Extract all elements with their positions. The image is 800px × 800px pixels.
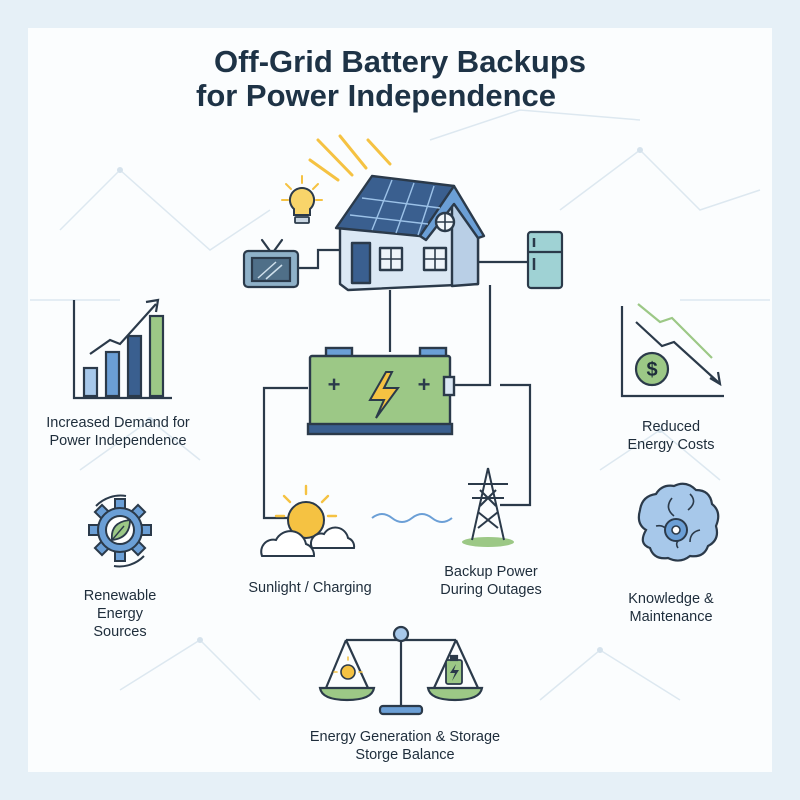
reduced-cost-chart-icon (620, 303, 724, 398)
refrigerator-icon (526, 230, 564, 290)
dollar-sign: $ (646, 359, 657, 381)
battery-plus-left: + (328, 372, 341, 397)
sun-rays-icon (308, 134, 392, 182)
house-with-solar-panels-icon (334, 174, 486, 292)
sun-cloud-icon (260, 484, 356, 557)
title-line-1: Off-Grid Battery Backups (213, 44, 587, 79)
balance-scale-icon (318, 625, 484, 716)
label-increased-demand: Increased Demand for Power Independence (46, 415, 190, 449)
label-backup-power: Backup Power During Outages (440, 564, 542, 598)
label-sunlight-charging: Sunlight / Charging (248, 580, 372, 596)
transmission-tower-icon (462, 467, 514, 547)
label-renewable-energy: Renewable Energy Sources (83, 588, 157, 640)
light-bulb-icon (281, 175, 323, 224)
label-knowledge-maintenance: Knowledge & Maintenance (628, 591, 714, 625)
title-line-2: for Power Independence (196, 78, 557, 113)
label-energy-balance: Energy Generation & Storage Storge Balan… (309, 729, 501, 763)
television-icon (242, 238, 300, 289)
brain-gear-icon (637, 482, 720, 562)
growth-bar-chart-icon (72, 298, 172, 400)
label-reduced-costs: Reduced Energy Costs (627, 419, 715, 453)
battery-icon (306, 346, 456, 436)
battery-plus-right: + (418, 372, 431, 397)
wave-decoration (371, 513, 453, 523)
gear-leaf-icon (88, 494, 152, 568)
connection-lines (262, 248, 532, 520)
